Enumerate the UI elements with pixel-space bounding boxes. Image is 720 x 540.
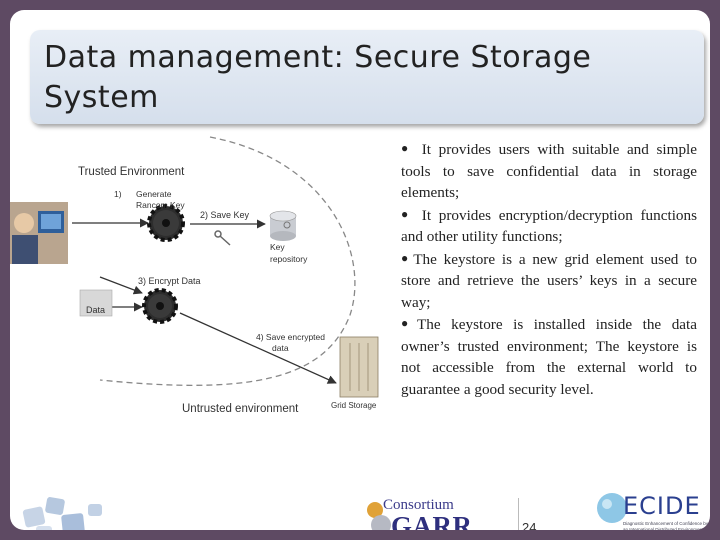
- bullet-item: ●The keystore is installed inside the da…: [401, 313, 697, 400]
- step1-number: 1): [114, 189, 122, 199]
- step2-label: 2) Save Key: [200, 210, 250, 220]
- bullet-icon: ●: [401, 206, 413, 221]
- arrow-user-to-encrypt: [99, 276, 143, 295]
- step3-label: 3) Encrypt Data: [138, 276, 201, 286]
- data-document-icon: [79, 289, 113, 317]
- garr-logo-top: Consortium: [383, 497, 454, 513]
- garr-logo-main: GARR: [391, 511, 473, 530]
- step1-line1: Generate: [136, 189, 172, 199]
- bullet-icon: ●: [401, 250, 412, 265]
- key-repository-icon: [269, 210, 297, 241]
- bullet-text: It provides users with suitable and simp…: [401, 141, 698, 201]
- trust-boundary-arc: [99, 136, 356, 386]
- step4-line1: 4) Save encrypted: [256, 332, 325, 342]
- arrow-save-encrypted: [179, 312, 337, 384]
- key-repository-line2: repository: [270, 254, 308, 264]
- grid-storage-label: Grid Storage: [331, 401, 377, 410]
- trusted-environment-label: Trusted Environment: [78, 166, 185, 178]
- user-photo: [10, 202, 68, 264]
- bullet-item: ● It provides encryption/decryption func…: [401, 204, 697, 248]
- page-number: 24: [522, 520, 537, 530]
- footer-divider: [518, 498, 519, 530]
- title-box: [30, 30, 704, 124]
- bullet-list: ● It provides users with suitable and si…: [401, 138, 697, 400]
- bullet-item: ● It provides users with suitable and si…: [401, 138, 697, 204]
- diagram-svg: Trusted Environment 1) Generate Rancom K…: [10, 136, 379, 415]
- decide-logo-word: ECIDE: [623, 492, 701, 520]
- untrusted-environment-label: Untrusted environment: [182, 403, 299, 415]
- key-repository-line1: Key: [270, 242, 285, 252]
- bullet-icon: ●: [401, 316, 415, 330]
- step1-line2: Rancom Key: [136, 200, 185, 210]
- step4-line2: data: [272, 343, 289, 353]
- key-icon: [214, 230, 231, 246]
- garr-logo: Consortium GARR: [357, 492, 475, 530]
- decorative-cubes: [10, 490, 130, 530]
- bullet-text: The keystore is a new grid element used …: [401, 250, 698, 311]
- bullet-icon: ●: [401, 141, 413, 155]
- grid-storage-server-icon: [339, 336, 379, 398]
- decide-logo: ECIDE Diagnostic Enhancement of Confiden…: [595, 490, 710, 530]
- gear-icon: [142, 288, 178, 324]
- bullet-text: It provides encryption/decryption functi…: [401, 206, 698, 246]
- decide-logo-subtitle: Diagnostic Enhancement of Confidence by …: [623, 521, 709, 530]
- slide: Data management: Secure Storage System: [10, 10, 710, 530]
- bullet-text: The keystore is installed inside the dat…: [401, 316, 698, 398]
- bullet-item: ●The keystore is a new grid element used…: [401, 248, 697, 314]
- data-label: Data: [86, 305, 105, 315]
- slide-title: Data management: Secure Storage System: [44, 40, 592, 115]
- gear-icon: [147, 204, 185, 242]
- secure-storage-diagram: Trusted Environment 1) Generate Rancom K…: [10, 125, 400, 435]
